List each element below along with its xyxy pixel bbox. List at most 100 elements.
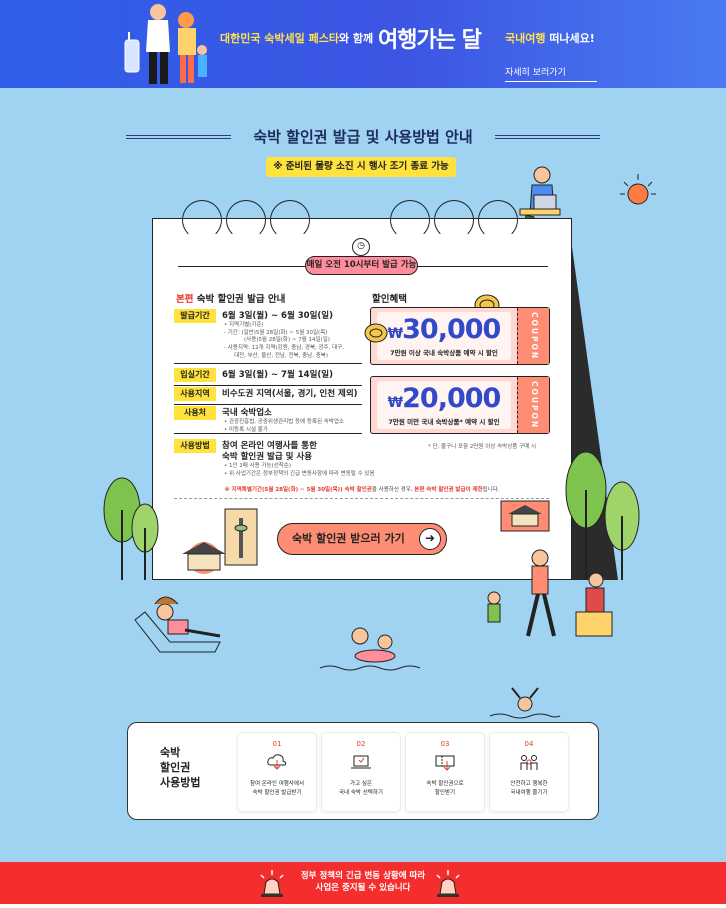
alert-footer: 정부 정책의 긴급 변동 상황에 따라 사업은 중지될 수 있습니다 bbox=[0, 862, 726, 904]
banner-tail: 국내여행 떠나세요! bbox=[505, 30, 595, 46]
usage-title-line1: 숙박 bbox=[160, 746, 181, 759]
ring-3 bbox=[270, 200, 310, 240]
alert-line1: 정부 정책의 긴급 변동 상황에 따라 bbox=[300, 871, 426, 881]
title-wrap: 숙박 할인권 발급 및 사용방법 안내 bbox=[0, 126, 726, 147]
won-symbol: ₩ bbox=[387, 326, 403, 342]
tag-checkin-period: 입실기간 bbox=[174, 368, 216, 382]
step-number: 01 bbox=[272, 740, 282, 748]
issue-period-sub3: (사용)5월 28일(화) ~ 7월 14일(일) bbox=[244, 337, 330, 343]
banner-brand: 여행가는 달 bbox=[378, 28, 482, 53]
banner-leave: 떠나세요! bbox=[545, 32, 595, 45]
step-number: 03 bbox=[440, 740, 450, 748]
notice-badge: ※ 준비된 물량 소진 시 행사 조기 종료 가능 bbox=[266, 157, 456, 177]
tag-method: 사용방법 bbox=[174, 439, 216, 453]
coupon-caption: 7만원 이상 국내 숙박상품 예약 시 할인 bbox=[390, 349, 498, 357]
sunbather-illustration bbox=[134, 596, 221, 653]
issue-period-sub2: - 기간: (일반)5월 28일(화) ~ 5월 30일(목) bbox=[224, 330, 328, 336]
ring-5 bbox=[434, 200, 474, 240]
diver-illustration bbox=[489, 687, 561, 719]
row-divider bbox=[174, 404, 362, 405]
restriction-note: ※ 지역특별기간(5월 28일(화) ~ 5월 30일(목)) 숙박 할인권을 … bbox=[152, 485, 572, 493]
coupon-amount-value: 20,000 bbox=[402, 383, 501, 414]
step-line2: 숙박 할인권 발급받기 bbox=[252, 790, 302, 796]
banner-domestic: 국내여행 bbox=[505, 32, 546, 45]
siren-icon bbox=[436, 870, 460, 897]
issue-period-sub4: - 사용지역: 12개 지역(강원, 충남, 경북, 광주, 대구, bbox=[224, 345, 344, 351]
trees-left-illustration bbox=[103, 477, 159, 580]
issue-period-sub5: 대전, 부산, 울산, 전남, 전북, 충남, 충북) bbox=[234, 353, 328, 359]
family-icon bbox=[520, 755, 538, 770]
top-banner[interactable]: 대한민국 숙박세일 페스타와 함께 여행가는 달 국내여행 떠나세요! 자세히 … bbox=[0, 0, 726, 88]
alert-line2: 사업은 중지될 수 있습니다 bbox=[315, 883, 411, 893]
row-divider bbox=[174, 363, 362, 364]
method-sub2: • 위 사업기간은 정부정책의 긴급 변동사항에 따라 변동될 수 있음 bbox=[224, 471, 375, 477]
section-title-text: 숙박 할인권 발급 안내 bbox=[193, 294, 286, 305]
step-line1: 안전하고 행복한 bbox=[510, 781, 548, 787]
coupon-amount-value: 30,000 bbox=[402, 314, 501, 345]
get-coupon-button[interactable]: 숙박 할인권 받으러 가기 ➜ bbox=[277, 523, 447, 555]
restriction-mid: 을 사용하신 경우, bbox=[371, 487, 415, 493]
issue-period-sub1: • 지역기별(기준) bbox=[224, 322, 264, 328]
restriction-red2: 본편 숙박 할인권 발급이 제한 bbox=[414, 487, 483, 493]
coupon-body: ₩30,000 7만원 이상 국내 숙박상품 예약 시 할인 bbox=[377, 312, 511, 360]
ring-6 bbox=[478, 200, 518, 240]
bottom-strip bbox=[0, 904, 726, 908]
banner-more-link[interactable]: 자세히 보러가기 bbox=[505, 65, 597, 82]
step-line2: 국내 숙박 선택하기 bbox=[339, 790, 383, 796]
method-sub1: • 1인 1매 사용 가능(선착순) bbox=[224, 463, 292, 469]
page-title: 숙박 할인권 발급 및 사용방법 안내 bbox=[253, 128, 473, 146]
issue-period-value: 6월 3일(월) ~ 6월 30일(일) bbox=[222, 311, 333, 321]
coupon-30000: ₩30,000 7만원 이상 국내 숙박상품 예약 시 할인 COUPON bbox=[370, 307, 550, 365]
checkin-period-value: 6월 3일(월) ~ 7월 14일(일) bbox=[222, 370, 333, 380]
method-value-2: 숙박 할인권 발급 및 사용 bbox=[222, 452, 313, 462]
swimmers-illustration bbox=[319, 627, 421, 671]
palace-illustration bbox=[182, 542, 226, 574]
alert-text: 정부 정책의 긴급 변동 상황에 따라 사업은 중지될 수 있습니다 bbox=[0, 870, 726, 894]
siren-icon bbox=[260, 870, 284, 897]
get-coupon-label: 숙박 할인권 받으러 가기 bbox=[292, 532, 405, 545]
arrow-right-icon: ➜ bbox=[419, 528, 441, 550]
trees-right-illustration bbox=[565, 451, 640, 580]
step-line1: 가고 싶은 bbox=[350, 781, 372, 787]
coupon-note: * 단, 불구니 포함 2만원 이상 숙박상품 구매 시 bbox=[428, 444, 537, 450]
tag-place: 사용처 bbox=[174, 406, 216, 420]
restriction-end: 됩니다. bbox=[482, 487, 500, 493]
region-value: 비수도권 지역(서울, 경기, 인천 제외) bbox=[222, 389, 358, 399]
place-sub2: • 미등록 시설 불가 bbox=[224, 427, 268, 433]
step-line1: 참여 온라인 여행사에서 bbox=[249, 781, 305, 787]
coin-icon bbox=[364, 323, 388, 343]
step-line1: 숙박 할인권으로 bbox=[426, 781, 464, 787]
section-title-red: 본편 bbox=[176, 294, 194, 305]
title-deco-left bbox=[126, 135, 231, 139]
laptop-icon bbox=[351, 755, 371, 769]
method-value: 참여 온라인 여행사를 통한 bbox=[222, 441, 317, 451]
banner-with: 와 함께 bbox=[338, 32, 374, 45]
usage-title-line3: 사용방법 bbox=[160, 776, 201, 789]
place-sub1: • 관광진흥법, 공중위생관리법 등에 등록된 숙박업소 bbox=[224, 419, 344, 425]
row-divider bbox=[174, 433, 362, 434]
daily-badge: 매일 오전 10시부터 발급 가능 bbox=[305, 256, 418, 275]
step-line2: 할인받기 bbox=[434, 790, 456, 796]
tag-issue-period: 발급기간 bbox=[174, 309, 216, 323]
coupon-caption: 7만원 미만 국내 숙박상품* 예약 시 할인 bbox=[388, 418, 500, 426]
tag-region: 사용지역 bbox=[174, 387, 216, 401]
tower-illustration bbox=[224, 508, 258, 566]
gate-illustration bbox=[500, 500, 550, 532]
won-symbol: ₩ bbox=[387, 395, 403, 411]
step-number: 04 bbox=[524, 740, 534, 748]
usage-title-line2: 할인권 bbox=[160, 761, 191, 774]
place-value: 국내 숙박업소 bbox=[222, 408, 272, 418]
step-number: 02 bbox=[356, 740, 366, 748]
travelers-illustration bbox=[124, 4, 207, 84]
step-line2: 국내여행 즐기기 bbox=[510, 790, 548, 796]
title-deco-right bbox=[495, 135, 600, 139]
banner-festival: 대한민국 숙박세일 페스타 bbox=[220, 32, 339, 45]
dotted-divider bbox=[174, 498, 549, 499]
